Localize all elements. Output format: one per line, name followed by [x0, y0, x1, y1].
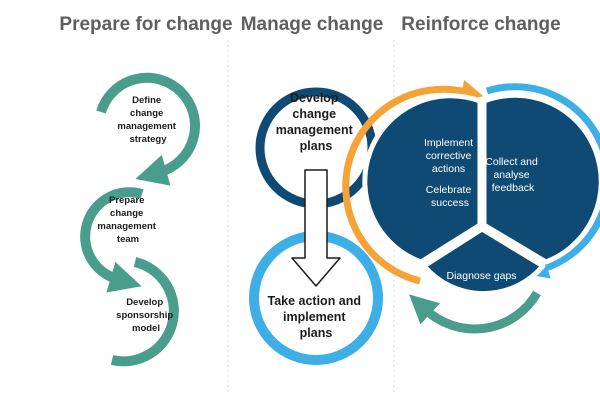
segment-collect-label: Collect and analyse feedback: [485, 156, 540, 194]
segment-implement-label: Implement corrective actions Celebrate s…: [424, 137, 476, 209]
prepare-arc-sponsorship: [110, 257, 179, 367]
reinforce-ring-orange: [342, 80, 484, 285]
manage-column: Manage change Develop change management …: [241, 14, 384, 365]
reinforce-segment-diagnose-fill: [421, 226, 546, 296]
down-arrow-icon: [291, 169, 341, 287]
prepare-title: Prepare for change: [59, 14, 232, 35]
reinforce-column: Reinforce change Implement corrective ac…: [342, 14, 600, 334]
reinforce-segment-implement-fill: [362, 93, 483, 265]
reinforce-segment-collect-fill: [481, 92, 600, 265]
step-define-strategy: Define change management strategy: [117, 95, 178, 145]
reinforce-ring-teal: [409, 290, 541, 334]
step-prepare-team: Prepare change management team: [97, 195, 158, 245]
segment-diagnose-label: Diagnose gaps Manage resistance: [447, 270, 520, 314]
step-take-action: Take action and implement plans: [267, 294, 364, 340]
step-sponsorship-model: Develop sponsorship model: [116, 297, 176, 334]
prepare-column: Prepare for change Define change managem…: [59, 14, 233, 367]
manage-title: Manage change: [241, 14, 384, 35]
prepare-arc-define-strategy: [96, 72, 200, 186]
prepare-arc-prepare-team: [80, 187, 144, 293]
reinforce-ring-blue: [485, 83, 600, 279]
reinforce-title: Reinforce change: [401, 14, 560, 35]
step-develop-plans: Develop change management plans: [276, 91, 357, 153]
